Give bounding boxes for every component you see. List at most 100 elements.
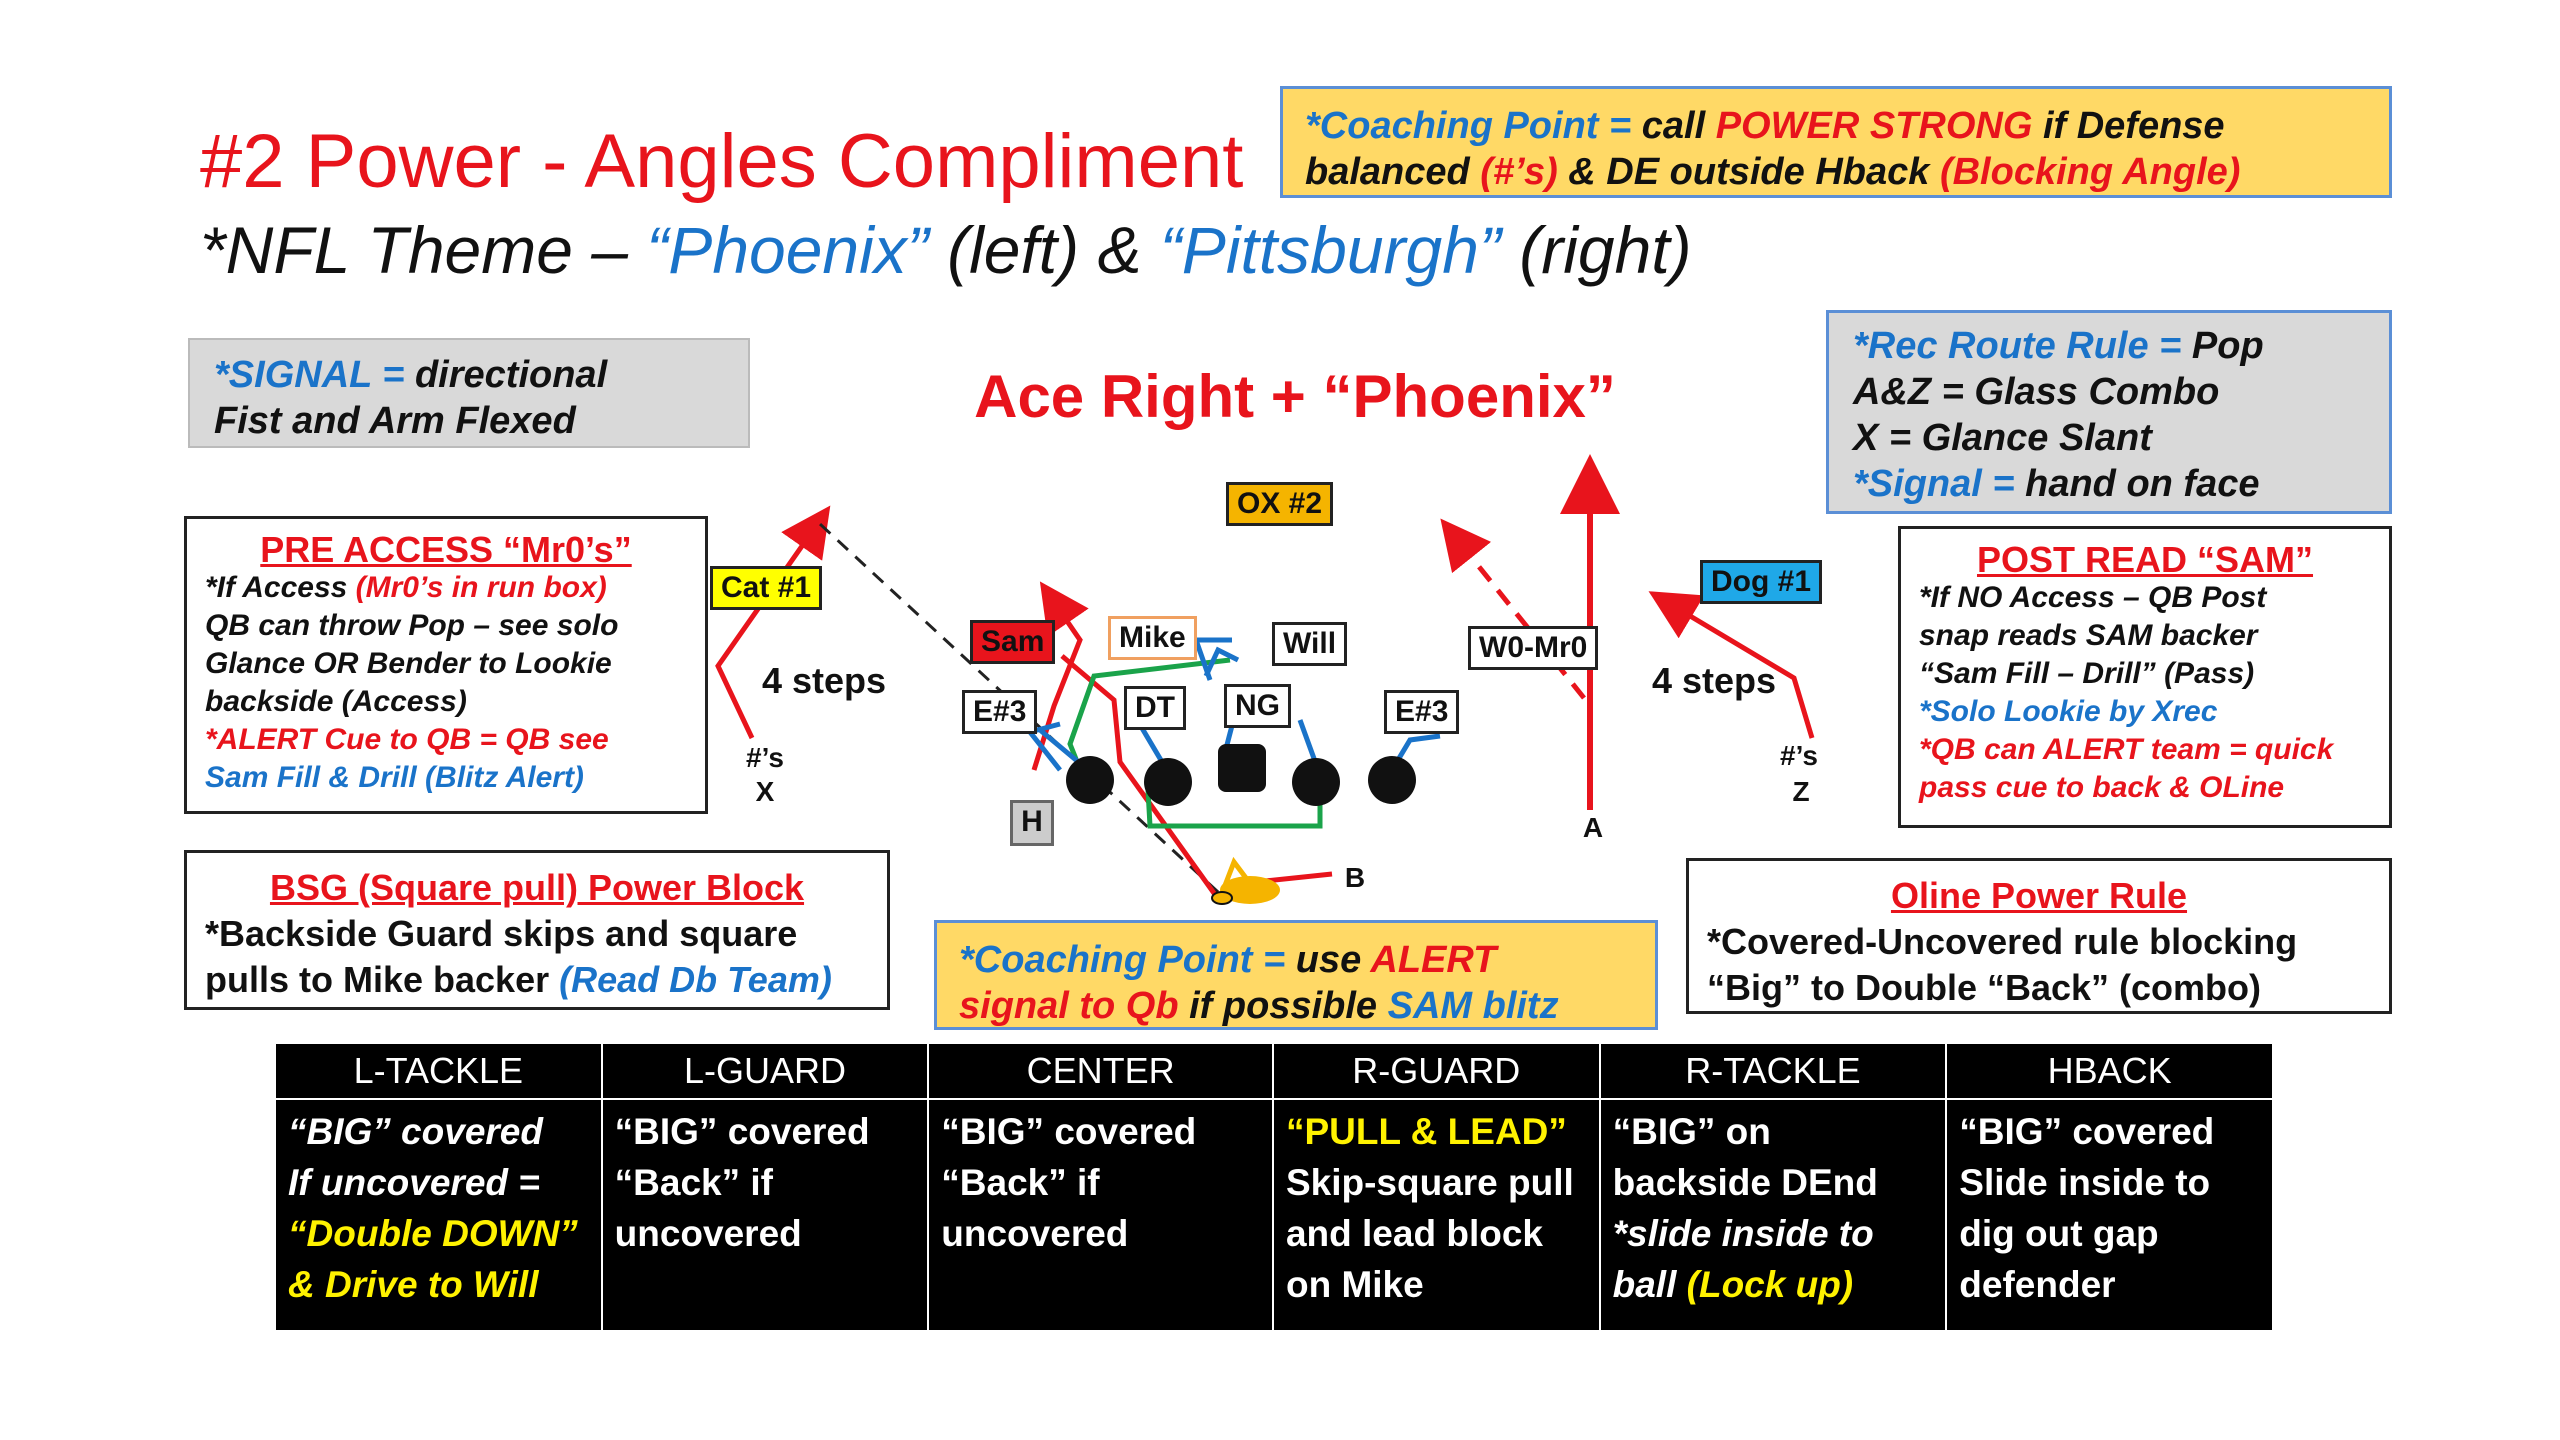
- cell-rguard-l4: on Mike: [1285, 1264, 1424, 1305]
- coaching-top-power-strong: POWER STRONG: [1715, 105, 2033, 147]
- pre-access-l4: backside (Access): [205, 685, 467, 718]
- rec-signal-label: *Signal =: [1853, 463, 2026, 505]
- tag-ng: NG: [1224, 684, 1291, 728]
- page-title: #2 Power - Angles Compliment: [200, 119, 1244, 204]
- z-label: Z: [1792, 776, 1810, 807]
- cell-rguard: “PULL & LEAD” Skip-square pull and lead …: [1271, 1098, 1601, 1332]
- cell-rtackle-l4-lock: (Lock up): [1686, 1264, 1854, 1305]
- rec-route-az: A&Z = Glass Combo: [1853, 371, 2220, 413]
- tag-ox: OX #2: [1226, 482, 1334, 526]
- signal-box: *SIGNAL = directional Fist and Arm Flexe…: [188, 338, 750, 448]
- qb-back: [1220, 876, 1280, 904]
- coaching-bot-alert: ALERT: [1370, 939, 1497, 981]
- tag-e3-right: E#3: [1384, 690, 1460, 734]
- cell-hback-l4: defender: [1959, 1264, 2116, 1305]
- coaching-bot-text: use: [1295, 939, 1371, 981]
- subtitle-right-name: “Pittsburgh”: [1159, 213, 1501, 287]
- z-route: [1648, 591, 1815, 739]
- pre-access-l6: Sam Fill & Drill (Blitz Alert): [205, 761, 584, 794]
- cell-center: “BIG” covered “Back” if uncovered: [927, 1098, 1274, 1332]
- cell-ltackle-l2: If uncovered =: [288, 1162, 540, 1203]
- coaching-bot-label: *Coaching Point =: [959, 939, 1296, 981]
- rec-signal-text: hand on face: [2025, 463, 2260, 505]
- page-subtitle: *NFL Theme – “Phoenix” (left) & “Pittsbu…: [200, 212, 1692, 288]
- coaching-top-label: *Coaching Point =: [1305, 105, 1642, 147]
- w0-dash: [1440, 518, 1586, 700]
- bsg-l2: pulls to Mike backer: [205, 959, 560, 1000]
- assignment-table: L-TACKLE L-GUARD CENTER R-GUARD R-TACKLE…: [274, 1042, 2274, 1332]
- qb-ball: [1211, 891, 1233, 905]
- cell-rtackle: “BIG” on backside DEnd *slide inside to …: [1598, 1098, 1948, 1332]
- post-read-l4: *Solo Lookie by Xrec: [1919, 695, 2218, 728]
- cell-rguard-l1: “PULL & LEAD”: [1285, 1111, 1567, 1152]
- pre-access-l5: *ALERT Cue to QB = QB see: [205, 723, 609, 756]
- pre-access-heading: PRE ACCESS “Mr0’s”: [260, 529, 632, 570]
- th-lguard: L-GUARD: [600, 1042, 930, 1100]
- subtitle-right-dir: (right): [1500, 213, 1692, 287]
- coaching-top-text4: & DE outside Hback: [1557, 151, 1940, 193]
- bsg-box: BSG (Square pull) Power Block *Backside …: [184, 850, 890, 1010]
- cell-hback-l2: Slide inside to: [1959, 1162, 2211, 1203]
- cell-rtackle-l1: “BIG” on: [1612, 1111, 1771, 1152]
- coaching-top-angle: (Blocking Angle): [1939, 151, 2241, 193]
- b-path: [1060, 654, 1219, 898]
- coaching-top-text3: balanced: [1305, 151, 1481, 193]
- x-hash-label: #’s: [746, 742, 784, 773]
- post-read-l2: snap reads SAM backer: [1919, 619, 2258, 652]
- cell-center-l2: “Back” if: [941, 1162, 1100, 1203]
- coaching-point-bottom: *Coaching Point = use ALERT signal to Qb…: [934, 920, 1658, 1030]
- table-header-row: L-TACKLE L-GUARD CENTER R-GUARD R-TACKLE…: [274, 1042, 2274, 1100]
- coaching-bot-signal: signal to Qb: [959, 985, 1179, 1027]
- steps-left: 4 steps: [762, 660, 887, 701]
- coaching-top-text: call: [1641, 105, 1716, 147]
- play-name: Ace Right + “Phoenix”: [974, 363, 1616, 430]
- cell-ltackle-l4: & Drive to Will: [288, 1264, 539, 1305]
- oline-box: Oline Power Rule *Covered-Uncovered rule…: [1686, 858, 2392, 1014]
- bsg-heading: BSG (Square pull) Power Block: [269, 867, 805, 908]
- b-label: B: [1344, 862, 1366, 893]
- tag-will: Will: [1272, 622, 1348, 666]
- mike-block: [1203, 646, 1240, 678]
- post-read-box: POST READ “SAM” *If NO Access – QB Post …: [1898, 526, 2392, 828]
- th-center: CENTER: [927, 1042, 1274, 1100]
- post-read-l5: *QB can ALERT team = quick: [1919, 733, 2334, 766]
- cell-rguard-l2: Skip-square pull: [1285, 1162, 1574, 1203]
- post-read-l6: pass cue to back & OLine: [1919, 771, 2285, 804]
- cell-rguard-l3: and lead block: [1285, 1213, 1543, 1254]
- lineman-rt: [1368, 756, 1416, 804]
- tag-w0: W0-Mr0: [1468, 626, 1599, 670]
- rec-route-x: X = Glance Slant: [1853, 417, 2152, 459]
- rec-route-pop: Pop: [2191, 325, 2264, 367]
- x-route: [715, 505, 831, 740]
- tag-cat: Cat #1: [710, 566, 823, 610]
- post-read-l3: “Sam Fill – Drill” (Pass): [1919, 657, 2255, 690]
- pre-access-l1: *If Access: [205, 571, 356, 604]
- cell-lguard-l1: “BIG” covered: [614, 1111, 870, 1152]
- bsg-l1: *Backside Guard skips and square: [205, 913, 798, 954]
- table-row: “BIG” covered If uncovered = “Double DOW…: [274, 1098, 2274, 1332]
- cell-hback: “BIG” covered Slide inside to dig out ga…: [1945, 1098, 2274, 1332]
- tag-h: H: [1010, 800, 1054, 846]
- rg-block: [1297, 719, 1319, 765]
- tag-mike: Mike: [1108, 616, 1197, 660]
- oline-heading: Oline Power Rule: [1890, 875, 2188, 916]
- qb-drop: [1221, 856, 1248, 889]
- cell-lguard-l2: “Back” if: [614, 1162, 773, 1203]
- subtitle-left-name: “Phoenix”: [646, 213, 929, 287]
- cell-rtackle-l2: backside DEnd: [1612, 1162, 1878, 1203]
- pre-access-box: PRE ACCESS “Mr0’s” *If Access (Mr0’s in …: [184, 516, 708, 814]
- th-rtackle: R-TACKLE: [1598, 1042, 1948, 1100]
- cell-ltackle: “BIG” covered If uncovered = “Double DOW…: [274, 1098, 603, 1332]
- post-read-heading: POST READ “SAM”: [1976, 539, 2314, 580]
- oline-l2: “Big” to Double “Back” (combo): [1707, 967, 2262, 1008]
- pre-access-l1-red: (Mr0’s in run box): [355, 571, 607, 604]
- lineman-lt: [1066, 756, 1114, 804]
- post-read-l1: *If NO Access – QB Post: [1919, 581, 2267, 614]
- cell-center-l1: “BIG” covered: [941, 1111, 1197, 1152]
- tag-dog: Dog #1: [1700, 560, 1823, 604]
- cell-hback-l1: “BIG” covered: [1959, 1111, 2215, 1152]
- h-route: [1031, 581, 1089, 771]
- cell-hback-l3: dig out gap: [1959, 1213, 2159, 1254]
- cell-center-l3: uncovered: [941, 1213, 1129, 1254]
- tag-dt: DT: [1124, 686, 1186, 730]
